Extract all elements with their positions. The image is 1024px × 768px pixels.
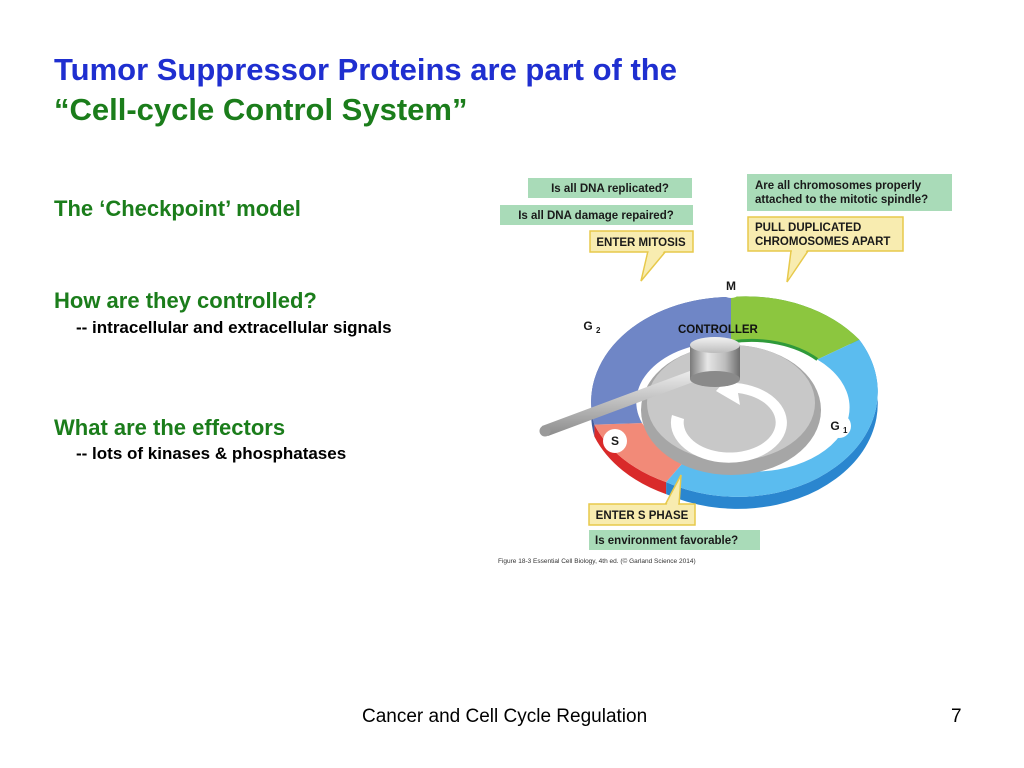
phase-m-segment: [731, 296, 860, 360]
slide-title-line-1: Tumor Suppressor Proteins are part of th…: [54, 52, 677, 87]
dna-replicated-text: Is all DNA replicated?: [551, 183, 669, 195]
svg-text:G: G: [583, 319, 592, 333]
controller-label: CONTROLLER: [678, 324, 759, 336]
enter-mitosis-callout: ENTER MITOSIS: [589, 230, 694, 282]
phase-g1-segment: [666, 339, 878, 497]
pull-chromosomes-callout: PULL DUPLICATED CHROMOSOMES APART: [747, 216, 904, 283]
enter-s-phase-callout: ENTER S PHASE: [588, 474, 696, 526]
checkpoint-rim: [730, 338, 819, 361]
phase-g1-label: G 1: [827, 414, 851, 438]
svg-text:ENTER S PHASE: ENTER S PHASE: [596, 510, 689, 522]
svg-text:CHROMOSOMES APART: CHROMOSOMES APART: [755, 236, 890, 248]
svg-text:G: G: [830, 419, 839, 433]
svg-text:2: 2: [596, 326, 601, 335]
svg-text:PULL DUPLICATED: PULL DUPLICATED: [755, 222, 861, 234]
footer-title: Cancer and Cell Cycle Regulation: [362, 706, 648, 727]
checkpoint-heading: The ‘Checkpoint’ model: [54, 196, 301, 221]
controller-lever: [539, 368, 704, 437]
environment-favorable-box: [589, 530, 760, 550]
dna-replicated-box: [528, 178, 692, 198]
effectors-subtext: -- lots of kinases & phosphatases: [76, 444, 347, 463]
phase-m-label: M: [719, 274, 743, 298]
chromosomes-attached-box: [747, 174, 952, 211]
svg-text:1: 1: [843, 426, 848, 435]
chromosomes-attached-line-1: Are all chromosomes properly: [755, 180, 922, 192]
controlled-subtext: -- intracellular and extracellular signa…: [76, 318, 392, 337]
figure-caption: Figure 18-3 Essential Cell Biology, 4th …: [498, 557, 696, 565]
phase-s-label: S: [603, 429, 627, 453]
slide-title-line-2: “Cell-cycle Control System”: [54, 92, 468, 127]
chromosomes-attached-line-2: attached to the mitotic spindle?: [755, 194, 928, 206]
effectors-heading: What are the effectors: [54, 415, 286, 440]
cycle-arrow: [670, 371, 787, 463]
dna-damage-box: [500, 205, 693, 225]
controlled-heading: How are they controlled?: [54, 288, 317, 313]
phase-g2-segment: [591, 297, 731, 425]
svg-text:ENTER MITOSIS: ENTER MITOSIS: [596, 237, 686, 249]
dna-damage-text: Is all DNA damage repaired?: [518, 210, 674, 222]
svg-text:S: S: [611, 434, 619, 448]
slide-title: Tumor Suppressor Proteins are part of th…: [54, 50, 677, 130]
cell-cycle-control-diagram: CONTROLLER M G 2 S G 1 Is all DNA replic…: [498, 174, 952, 565]
page-number: 7: [951, 706, 962, 727]
environment-favorable-text: Is environment favorable?: [595, 535, 738, 547]
phase-g2-label: G 2: [580, 314, 604, 338]
controller-knob: [690, 337, 740, 387]
svg-text:M: M: [726, 279, 736, 293]
